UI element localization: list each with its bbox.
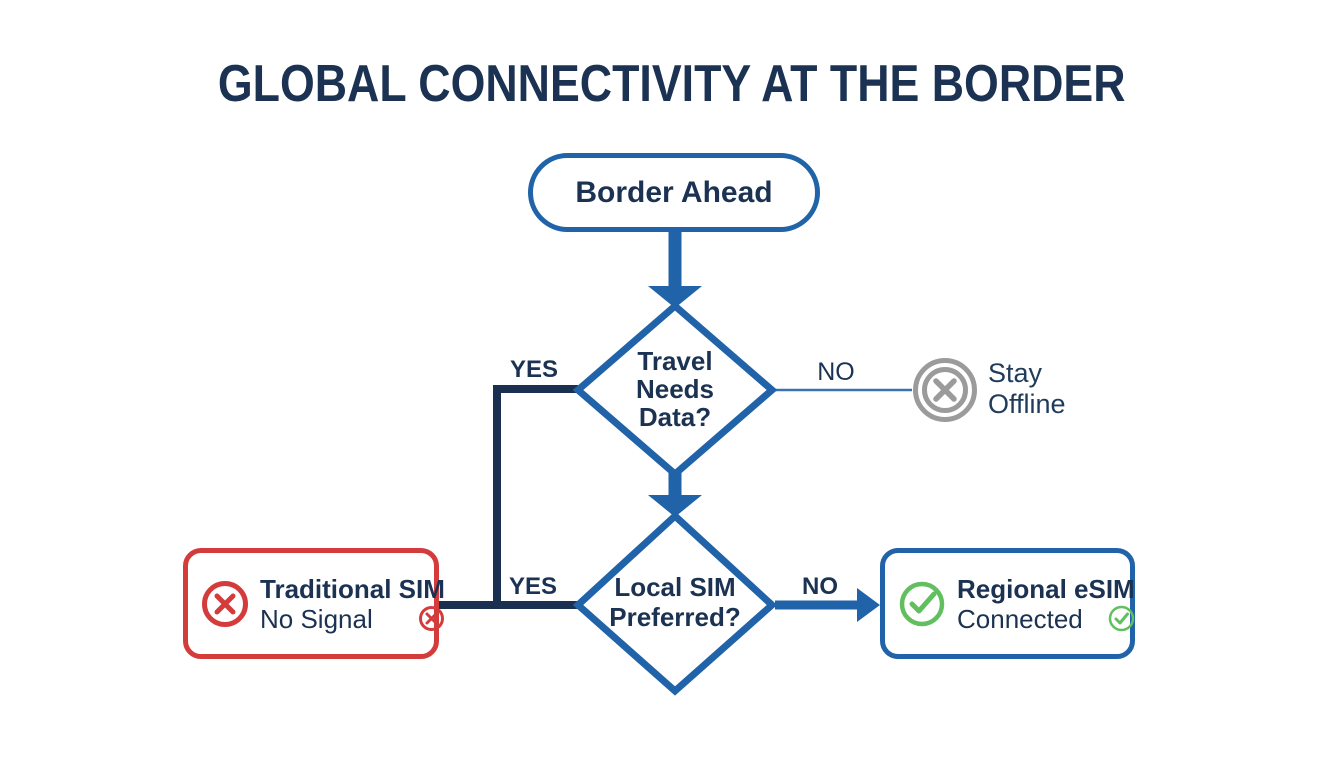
decision2-diamond	[572, 511, 778, 696]
start-node-label: Border Ahead	[575, 175, 773, 209]
arrow-decision2-no	[775, 588, 880, 622]
edge-label-decision1-no: NO	[817, 358, 855, 386]
stay-offline-label: Stay Offline	[988, 358, 1066, 419]
traditional-sim-subrow: No Signal	[260, 604, 445, 634]
traditional-sim-status: No Signal	[260, 603, 373, 634]
decision1-diamond	[572, 301, 778, 479]
start-node: Border Ahead	[528, 153, 820, 232]
decision1-label: Travel Needs Data?	[635, 346, 715, 432]
circle-check-icon	[1108, 605, 1134, 632]
arrowhead-right-icon	[857, 588, 880, 622]
edge-label-decision2-yes: YES	[508, 573, 558, 600]
edge-label-decision1-yes: YES	[509, 356, 559, 383]
traditional-sim-title: Traditional SIM	[260, 573, 445, 604]
edge-label-decision2-no: NO	[802, 573, 838, 600]
circle-x-icon	[202, 580, 248, 627]
page-title-text: GLOBAL CONNECTIVITY AT THE BORDER	[218, 55, 1126, 113]
edge-decision1-yes-line	[438, 385, 578, 609]
page-title: GLOBAL CONNECTIVITY AT THE BORDER	[0, 58, 1344, 110]
arrowhead-down-icon	[648, 495, 702, 517]
regional-esim-title: Regional eSIM	[957, 573, 1135, 604]
arrow-decision1-to-decision2	[648, 472, 702, 517]
arrowhead-down-icon	[648, 286, 702, 308]
regional-esim-text: Regional eSIM Connected	[957, 574, 1149, 634]
offline-circle-x-icon	[913, 358, 977, 422]
regional-esim-subrow: Connected	[957, 604, 1135, 634]
circle-check-icon	[899, 581, 945, 626]
regional-esim-node: Regional eSIM Connected	[880, 548, 1135, 659]
circle-x-icon	[418, 606, 444, 631]
decision2-label: Local SIM Preferred?	[609, 572, 741, 632]
traditional-sim-text: Traditional SIM No Signal	[260, 574, 459, 634]
arrow-start-to-decision1	[648, 230, 702, 308]
traditional-sim-node: Traditional SIM No Signal	[183, 548, 445, 659]
regional-esim-status: Connected	[957, 603, 1083, 634]
